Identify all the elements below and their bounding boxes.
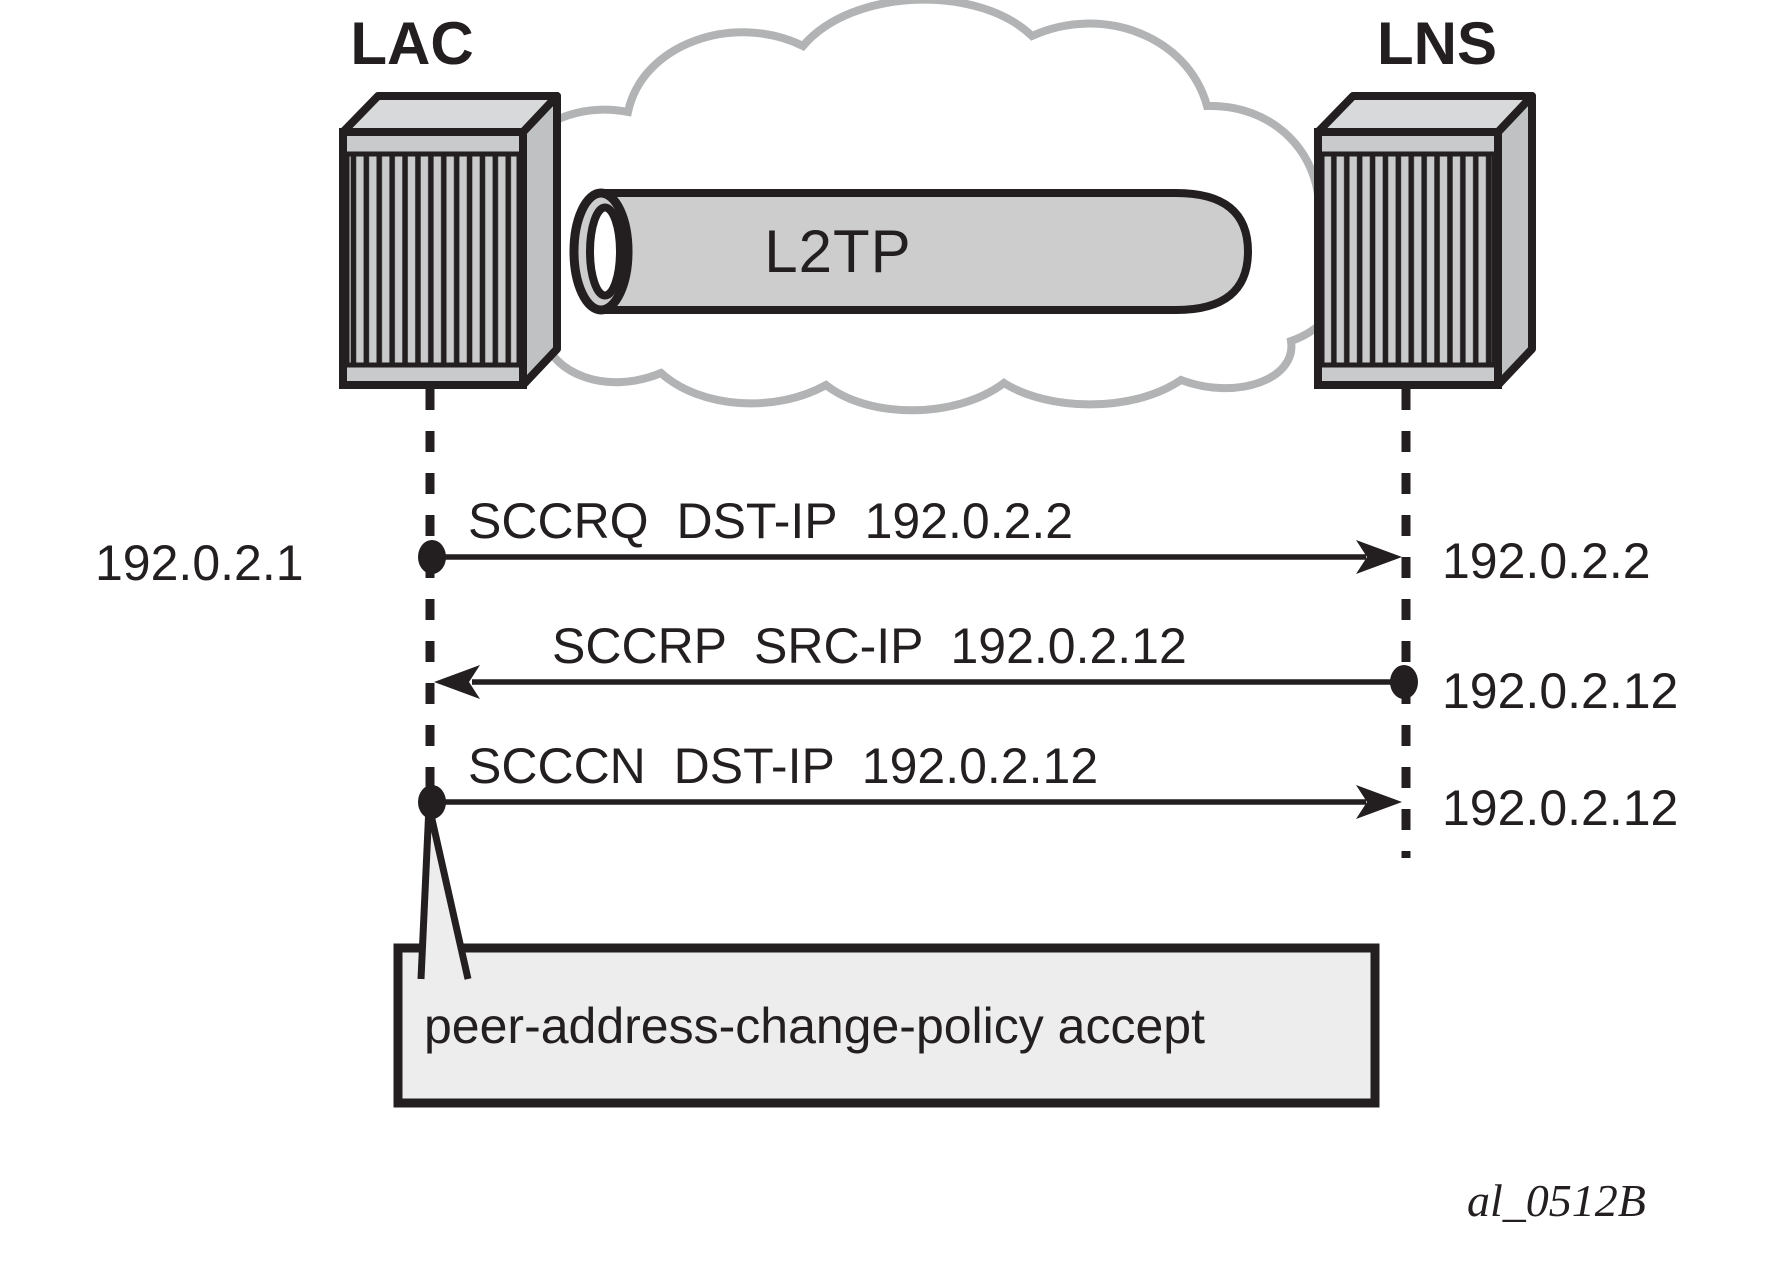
scccn-origin-dot xyxy=(418,785,446,819)
scccn-arrowhead-right-icon xyxy=(1356,785,1402,819)
lns-side-face xyxy=(1494,92,1536,389)
message-scccn: SCCCN DST-IP 192.0.2.12 192.0.2.12 xyxy=(418,738,1678,836)
lns-title: LNS xyxy=(1377,10,1497,77)
tunnel-mouth-inner xyxy=(586,203,624,300)
figure-id: al_0512B xyxy=(1467,1175,1646,1226)
sccrp-arrowhead-left-icon xyxy=(434,665,480,699)
sccrp-endpoint-ip: 192.0.2.12 xyxy=(1442,663,1678,719)
lns-vent-stripes xyxy=(1319,151,1497,368)
device-lac: LAC xyxy=(339,10,561,389)
scccn-endpoint-ip: 192.0.2.12 xyxy=(1442,780,1678,836)
sccrq-arrowhead-right-icon xyxy=(1356,540,1402,574)
lac-side-face xyxy=(519,92,561,389)
lac-vent-stripes xyxy=(344,151,522,368)
l2tp-tunnel: L2TP xyxy=(569,188,1253,315)
callout-text: peer-address-change-policy accept xyxy=(424,998,1205,1054)
message-sccrq: SCCRQ DST-IP 192.0.2.2 192.0.2.2 xyxy=(418,493,1651,589)
tunnel-body xyxy=(597,189,1253,314)
scccn-label: SCCCN DST-IP 192.0.2.12 xyxy=(468,738,1098,794)
sccrq-origin-dot xyxy=(418,540,446,574)
lac-title: LAC xyxy=(350,10,473,77)
message-sccrp: SCCRP SRC-IP 192.0.2.12 192.0.2.12 xyxy=(434,618,1678,719)
sccrq-label: SCCRQ DST-IP 192.0.2.2 xyxy=(468,493,1073,549)
callout-peer-address-change-policy: peer-address-change-policy accept xyxy=(393,805,1380,1108)
lac-ip-label: 192.0.2.1 xyxy=(95,535,304,591)
callout-tail xyxy=(417,805,472,980)
callout-box xyxy=(393,943,1380,1108)
lns-top-face xyxy=(1314,92,1536,136)
tunnel-label: L2TP xyxy=(764,218,911,285)
lac-top-face xyxy=(339,92,561,136)
device-lns: LNS xyxy=(1314,10,1536,389)
sccrq-endpoint-ip: 192.0.2.2 xyxy=(1442,533,1651,589)
sccrp-label: SCCRP SRC-IP 192.0.2.12 xyxy=(552,618,1187,674)
sccrp-origin-dot xyxy=(1390,665,1418,699)
